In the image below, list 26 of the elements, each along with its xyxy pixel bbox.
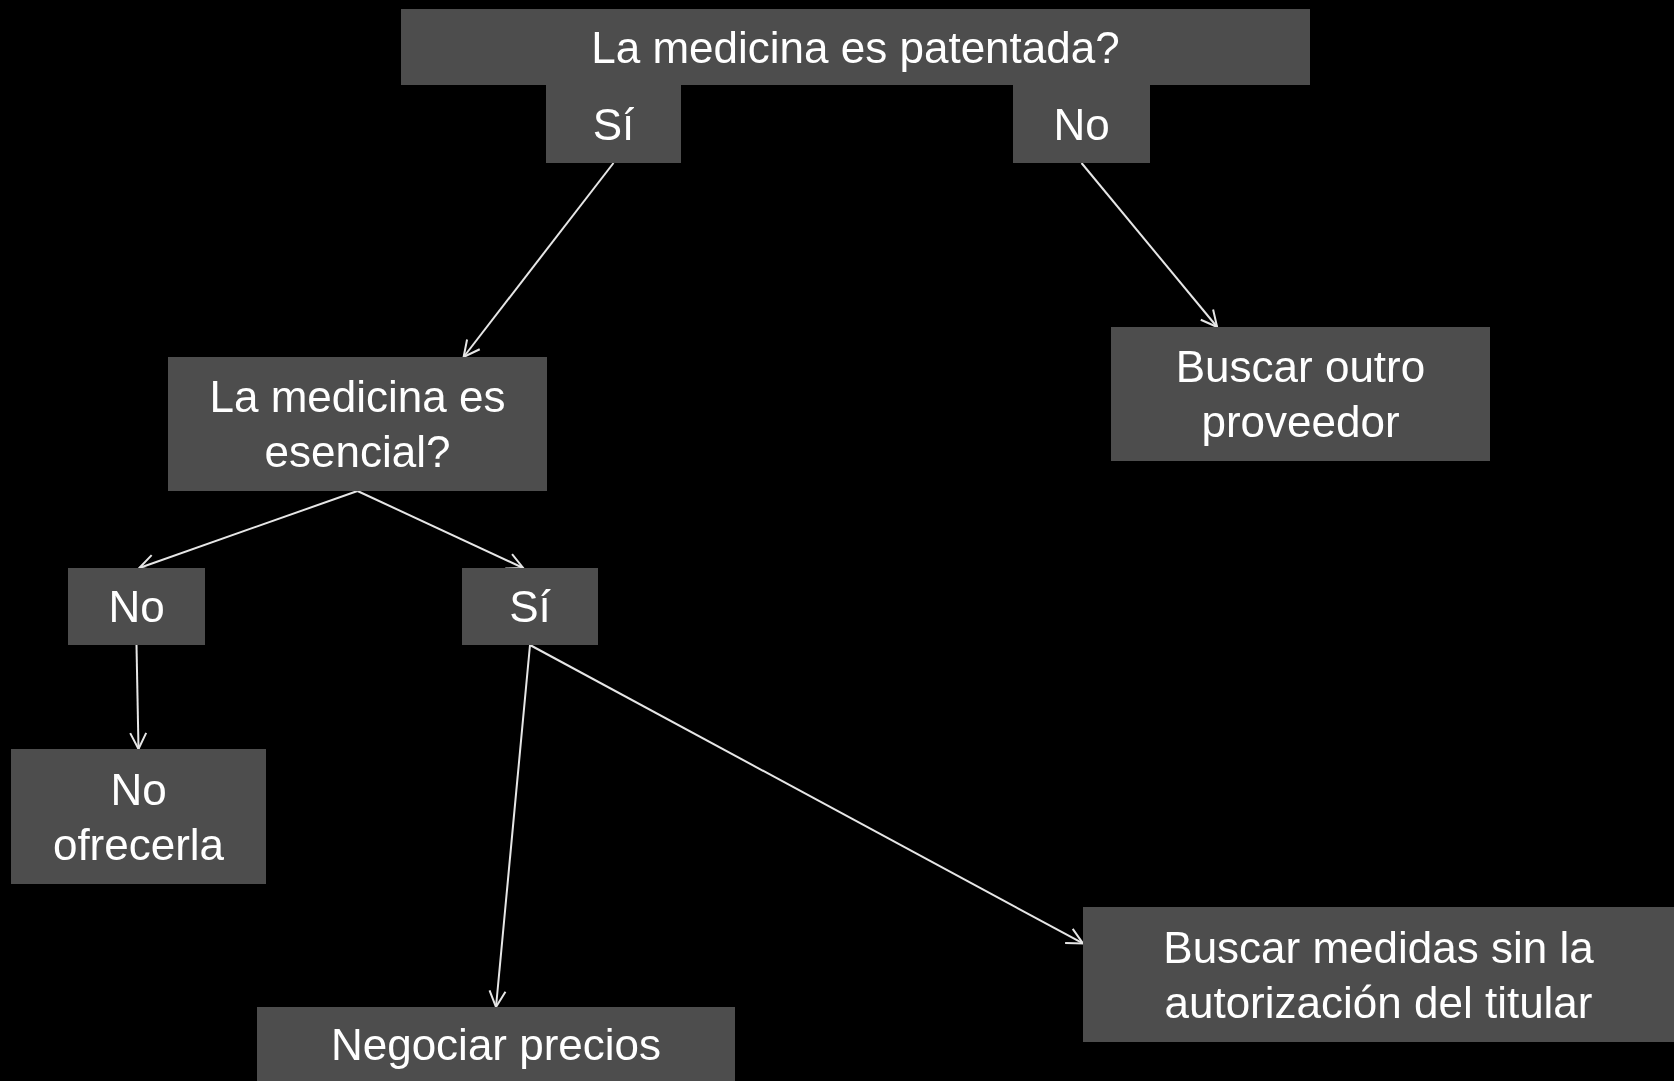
process-box (401, 9, 1310, 85)
box-label: No (1053, 98, 1110, 151)
box-label: Buscar medidas sin la autorización del titular (1162, 921, 1595, 1029)
box-label: Negociar precios (330, 1018, 662, 1071)
box-label: No ofrecerla (51, 763, 226, 871)
box-label: La medicina es esencial? (208, 371, 507, 478)
process-box (11, 749, 266, 884)
process-box (257, 1007, 735, 1081)
process-box (462, 568, 598, 645)
process-box (68, 568, 205, 645)
arrow (529, 644, 1084, 945)
arrow (129, 644, 148, 750)
process-box (168, 357, 547, 491)
box-label: Sí (592, 98, 635, 151)
arrow (1080, 162, 1219, 328)
box-label: No (108, 581, 165, 633)
process-box (1013, 85, 1150, 163)
box-label: La medicina es patentada? (591, 21, 1120, 74)
process-box (1111, 327, 1490, 461)
box-label: Buscar outro proveedor (1174, 341, 1427, 448)
arrow (462, 162, 615, 358)
process-box (546, 85, 681, 163)
arrow (356, 490, 525, 570)
process-box (1083, 907, 1674, 1042)
box-label: Sí (509, 581, 551, 633)
arrow (488, 644, 531, 1008)
